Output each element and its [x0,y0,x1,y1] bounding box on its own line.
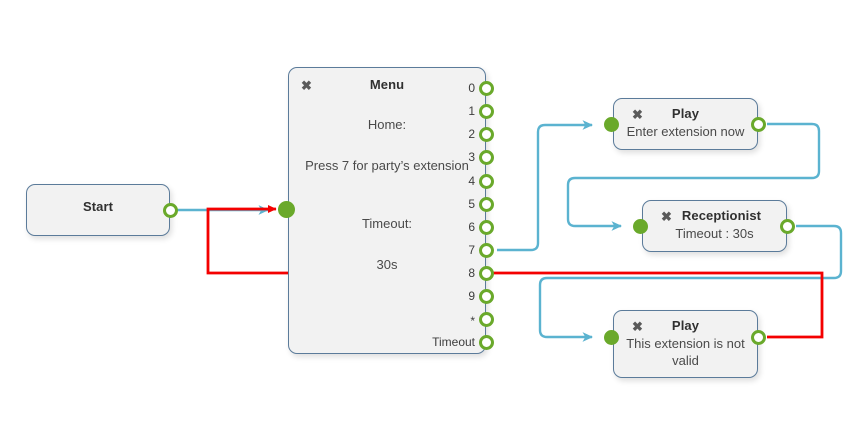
menu-port-label-7: 7 [468,243,475,257]
node-menu-body-line2: Press 7 for party’s extension [305,158,469,173]
node-receptionist-body: Timeout : 30s [675,226,754,241]
menu-output-port-1[interactable] [479,104,494,119]
menu-output-port-8[interactable] [479,266,494,281]
node-play-enter-extension[interactable]: ✖ Play Enter extension now [613,98,758,150]
menu-output-port-0[interactable] [479,81,494,96]
menu-input-port[interactable] [278,201,295,218]
play2-input-port[interactable] [604,330,619,345]
node-receptionist[interactable]: ✖ Receptionist Timeout : 30s [642,200,787,252]
menu-port-label-9: 9 [468,289,475,303]
close-icon[interactable]: ✖ [301,78,312,93]
node-menu-title: Menu [369,77,405,92]
node-menu[interactable]: ✖ Menu Home: Press 7 for party’s extensi… [288,67,486,354]
menu-output-port-2[interactable] [479,127,494,142]
node-play2-title: Play [671,318,700,333]
node-start[interactable]: Start [26,184,170,236]
receptionist-output-port[interactable] [780,219,795,234]
menu-port-label-2: 2 [468,127,475,141]
node-menu-body-line1: Home: [367,117,407,132]
node-play1-title: Play [671,106,700,121]
play1-output-port[interactable] [751,117,766,132]
menu-port-label-timeout: Timeout [432,335,475,349]
receptionist-input-port[interactable] [633,219,648,234]
menu-port-label-5: 5 [468,197,475,211]
menu-output-port-3[interactable] [479,150,494,165]
menu-output-port-6[interactable] [479,220,494,235]
wire-menu7-to-play1 [497,120,593,252]
menu-output-port-timeout[interactable] [479,335,494,350]
node-start-title: Start [82,199,114,214]
wire-receptionist-to-play2 [538,224,843,342]
play1-input-port[interactable] [604,117,619,132]
play2-output-port[interactable] [751,330,766,345]
node-menu-body-line4: 30s [376,257,398,272]
menu-port-label-3: 3 [468,150,475,164]
wire-play1-to-receptionist [566,122,821,231]
wire-play2-to-menu-highlighted [206,205,824,339]
menu-output-port-5[interactable] [479,197,494,212]
node-receptionist-title: Receptionist [681,208,762,223]
menu-port-label-0: 0 [468,81,475,95]
menu-output-port-star[interactable] [479,312,494,327]
node-play-invalid-extension[interactable]: ✖ Play This extension is not valid [613,310,758,378]
node-menu-body-line3: Timeout: [361,216,413,231]
menu-port-label-4: 4 [468,174,475,188]
close-icon[interactable]: ✖ [632,319,643,334]
menu-output-port-9[interactable] [479,289,494,304]
close-icon[interactable]: ✖ [632,107,643,122]
close-icon[interactable]: ✖ [661,209,672,224]
menu-output-port-7[interactable] [479,243,494,258]
menu-port-label-6: 6 [468,220,475,234]
menu-output-port-4[interactable] [479,174,494,189]
node-play2-body: This extension is not valid [626,336,745,368]
menu-port-label-star: * [470,314,475,328]
node-play1-body: Enter extension now [626,124,745,139]
menu-port-label-8: 8 [468,266,475,280]
start-output-port[interactable] [163,203,178,218]
menu-port-label-1: 1 [468,104,475,118]
